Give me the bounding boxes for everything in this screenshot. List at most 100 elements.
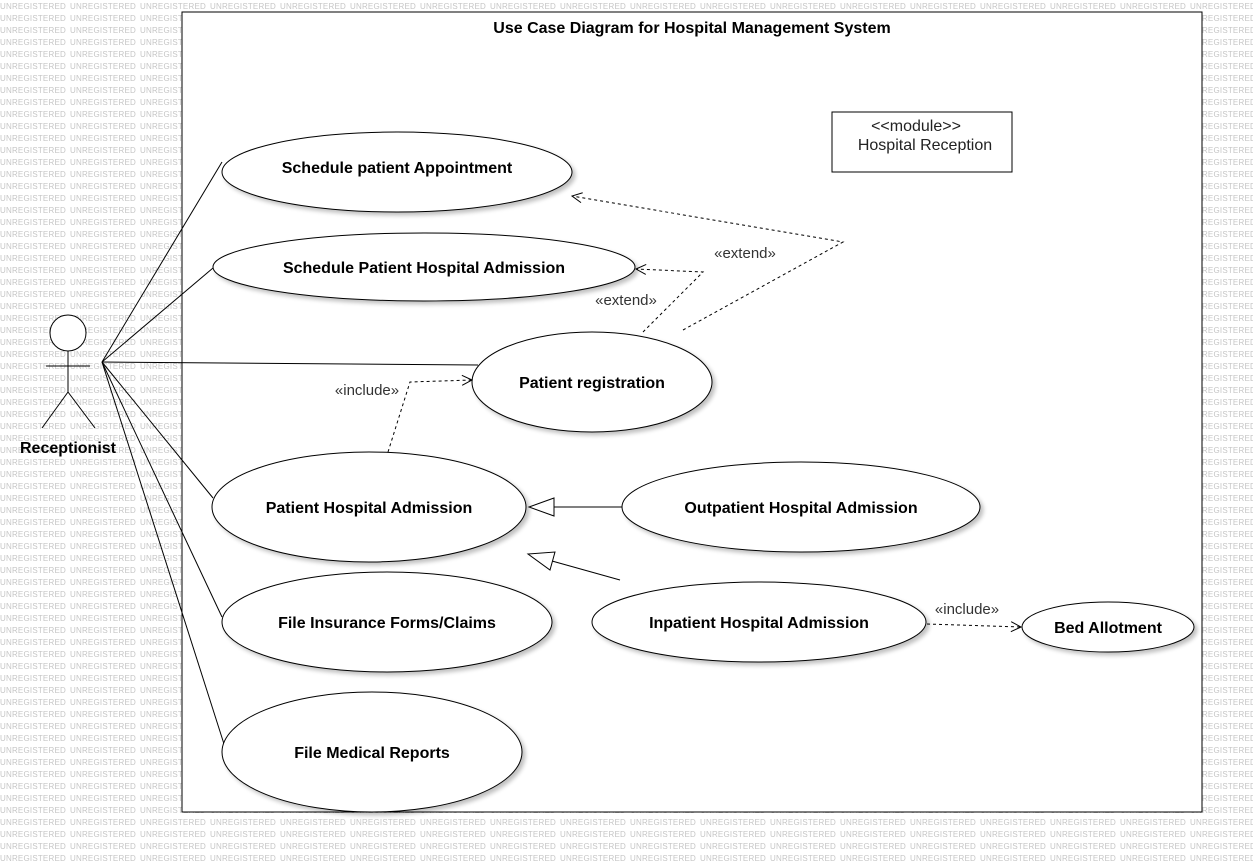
watermark-text: UNREGISTERED — [70, 446, 136, 455]
use-case-label: Schedule patient Appointment — [282, 160, 513, 177]
system-title: Use Case Diagram for Hospital Management… — [493, 20, 890, 37]
watermark-text: UNREGISTERED — [70, 758, 136, 767]
watermark-text: UNREGISTERED — [0, 326, 66, 335]
watermark-text: UNREGISTERED — [0, 530, 66, 539]
watermark-text: UNREGISTERED — [0, 218, 66, 227]
watermark-text: UNREGISTERED — [70, 794, 136, 803]
watermark-text: UNREGISTERED — [0, 110, 66, 119]
use-case-schedule-appointment[interactable]: Schedule patient Appointment — [221, 131, 573, 213]
actor-head — [49, 314, 87, 352]
watermark-text: UNREGISTERED — [140, 362, 206, 371]
watermark-text: UNREGISTERED — [140, 842, 206, 851]
watermark-text: UNREGISTERED — [70, 350, 136, 359]
include-bed-allotment[interactable] — [926, 624, 1021, 627]
use-case-inpatient-admission[interactable]: Inpatient Hospital Admission — [591, 581, 927, 663]
watermark-text: UNREGISTERED — [420, 2, 486, 11]
watermark-text: UNREGISTERED — [1190, 206, 1253, 215]
watermark-text: UNREGISTERED — [140, 422, 206, 431]
watermark-text: UNREGISTERED — [0, 698, 66, 707]
watermark-text: UNREGISTERED — [0, 566, 66, 575]
use-case-file-medical-reports[interactable]: File Medical Reports — [221, 691, 523, 813]
watermark-text: UNREGISTERED — [140, 302, 206, 311]
watermark-text: UNREGISTERED — [1190, 86, 1253, 95]
watermark-text: UNREGISTERED — [1190, 686, 1253, 695]
watermark-text: UNREGISTERED — [1190, 410, 1253, 419]
watermark-text: UNREGISTERED — [0, 662, 66, 671]
watermark-text: UNREGISTERED — [0, 410, 66, 419]
watermark-text: UNREGISTERED — [70, 506, 136, 515]
use-case-label: Patient registration — [519, 375, 665, 392]
watermark-text: UNREGISTERED — [70, 386, 136, 395]
use-case-file-insurance[interactable]: File Insurance Forms/Claims — [221, 571, 553, 673]
watermark-text: UNREGISTERED — [770, 818, 836, 827]
watermark-text: UNREGISTERED — [140, 782, 206, 791]
watermark-text: UNREGISTERED — [140, 386, 206, 395]
watermark-text: UNREGISTERED — [1190, 398, 1253, 407]
watermark-text: UNREGISTERED — [0, 422, 66, 431]
actor-receptionist[interactable]: Receptionist — [20, 314, 117, 457]
watermark-text: UNREGISTERED — [910, 2, 976, 11]
watermark-text: UNREGISTERED — [70, 50, 136, 59]
watermark-text: UNREGISTERED — [140, 626, 206, 635]
watermark-text: UNREGISTERED — [840, 854, 906, 862]
watermark-text: UNREGISTERED — [0, 470, 66, 479]
watermark-text: UNREGISTERED — [1190, 242, 1253, 251]
watermark-text: UNREGISTERED — [1190, 386, 1253, 395]
watermark-text: UNREGISTERED — [1190, 734, 1253, 743]
watermark-text: UNREGISTERED — [140, 794, 206, 803]
watermark-text: UNREGISTERED — [350, 818, 416, 827]
extend-to-schedule-admission[interactable] — [636, 269, 705, 333]
use-case-patient-admission[interactable]: Patient Hospital Admission — [211, 451, 527, 563]
watermark-text: UNREGISTERED — [70, 14, 136, 23]
watermark-text: UNREGISTERED — [140, 410, 206, 419]
watermark-text: UNREGISTERED — [140, 554, 206, 563]
watermark-text: UNREGISTERED — [70, 326, 136, 335]
watermark-text: UNREGISTERED — [0, 122, 66, 131]
watermark-text: UNREGISTERED — [1190, 362, 1253, 371]
watermark-text: UNREGISTERED — [140, 614, 206, 623]
watermark-text: UNREGISTERED — [70, 134, 136, 143]
watermark-text: UNREGISTERED — [280, 842, 346, 851]
generalization-inpatient[interactable] — [526, 551, 621, 581]
watermark-text: UNREGISTERED — [70, 626, 136, 635]
module-stereotype: <<module>> — [871, 118, 961, 135]
watermark-text: UNREGISTERED — [140, 446, 206, 455]
watermark-text: UNREGISTERED — [490, 842, 556, 851]
watermark-text: UNREGISTERED — [350, 842, 416, 851]
extend-to-schedule-appointment[interactable] — [572, 196, 845, 331]
watermark-text: UNREGISTERED — [1190, 74, 1253, 83]
assoc-patient-registration — [101, 361, 479, 366]
watermark-text: UNREGISTERED — [1190, 194, 1253, 203]
watermark-text: UNREGISTERED — [70, 98, 136, 107]
use-case-schedule-admission[interactable]: Schedule Patient Hospital Admission — [212, 232, 636, 302]
use-case-bed-allotment[interactable]: Bed Allotment — [1021, 601, 1195, 653]
module-box[interactable]: <<module>> Hospital Reception — [831, 111, 1013, 173]
watermark-text: UNREGISTERED — [140, 254, 206, 263]
watermark-text: UNREGISTERED — [490, 2, 556, 11]
watermark-text: UNREGISTERED — [1190, 422, 1253, 431]
watermark-text: UNREGISTERED — [140, 674, 206, 683]
watermark-text: UNREGISTERED — [0, 578, 66, 587]
use-case-outpatient-admission[interactable]: Outpatient Hospital Admission — [621, 461, 981, 553]
watermark-text: UNREGISTERED — [140, 62, 206, 71]
watermark-text: UNREGISTERED — [140, 458, 206, 467]
watermark-text: UNREGISTERED — [980, 854, 1046, 862]
watermark-text: UNREGISTERED — [0, 230, 66, 239]
watermark-text: UNREGISTERED — [0, 182, 66, 191]
use-case-patient-registration[interactable]: Patient registration — [471, 331, 713, 433]
include-patient-registration[interactable] — [387, 380, 472, 453]
watermark-text: UNREGISTERED — [420, 818, 486, 827]
watermark-text: UNREGISTERED — [70, 554, 136, 563]
watermark-text: UNREGISTERED — [0, 758, 66, 767]
watermark-text: UNREGISTERED — [70, 422, 136, 431]
watermark-text: UNREGISTERED — [140, 98, 206, 107]
generalization-outpatient[interactable] — [527, 497, 622, 517]
watermark-text: UNREGISTERED — [70, 686, 136, 695]
watermark-text: UNREGISTERED — [420, 830, 486, 839]
watermark-text: UNREGISTERED — [70, 746, 136, 755]
watermark-text: UNREGISTERED — [140, 230, 206, 239]
watermark-text: UNREGISTERED — [0, 146, 66, 155]
watermark-text: UNREGISTERED — [770, 854, 836, 862]
watermark-text: UNREGISTERED — [70, 218, 136, 227]
